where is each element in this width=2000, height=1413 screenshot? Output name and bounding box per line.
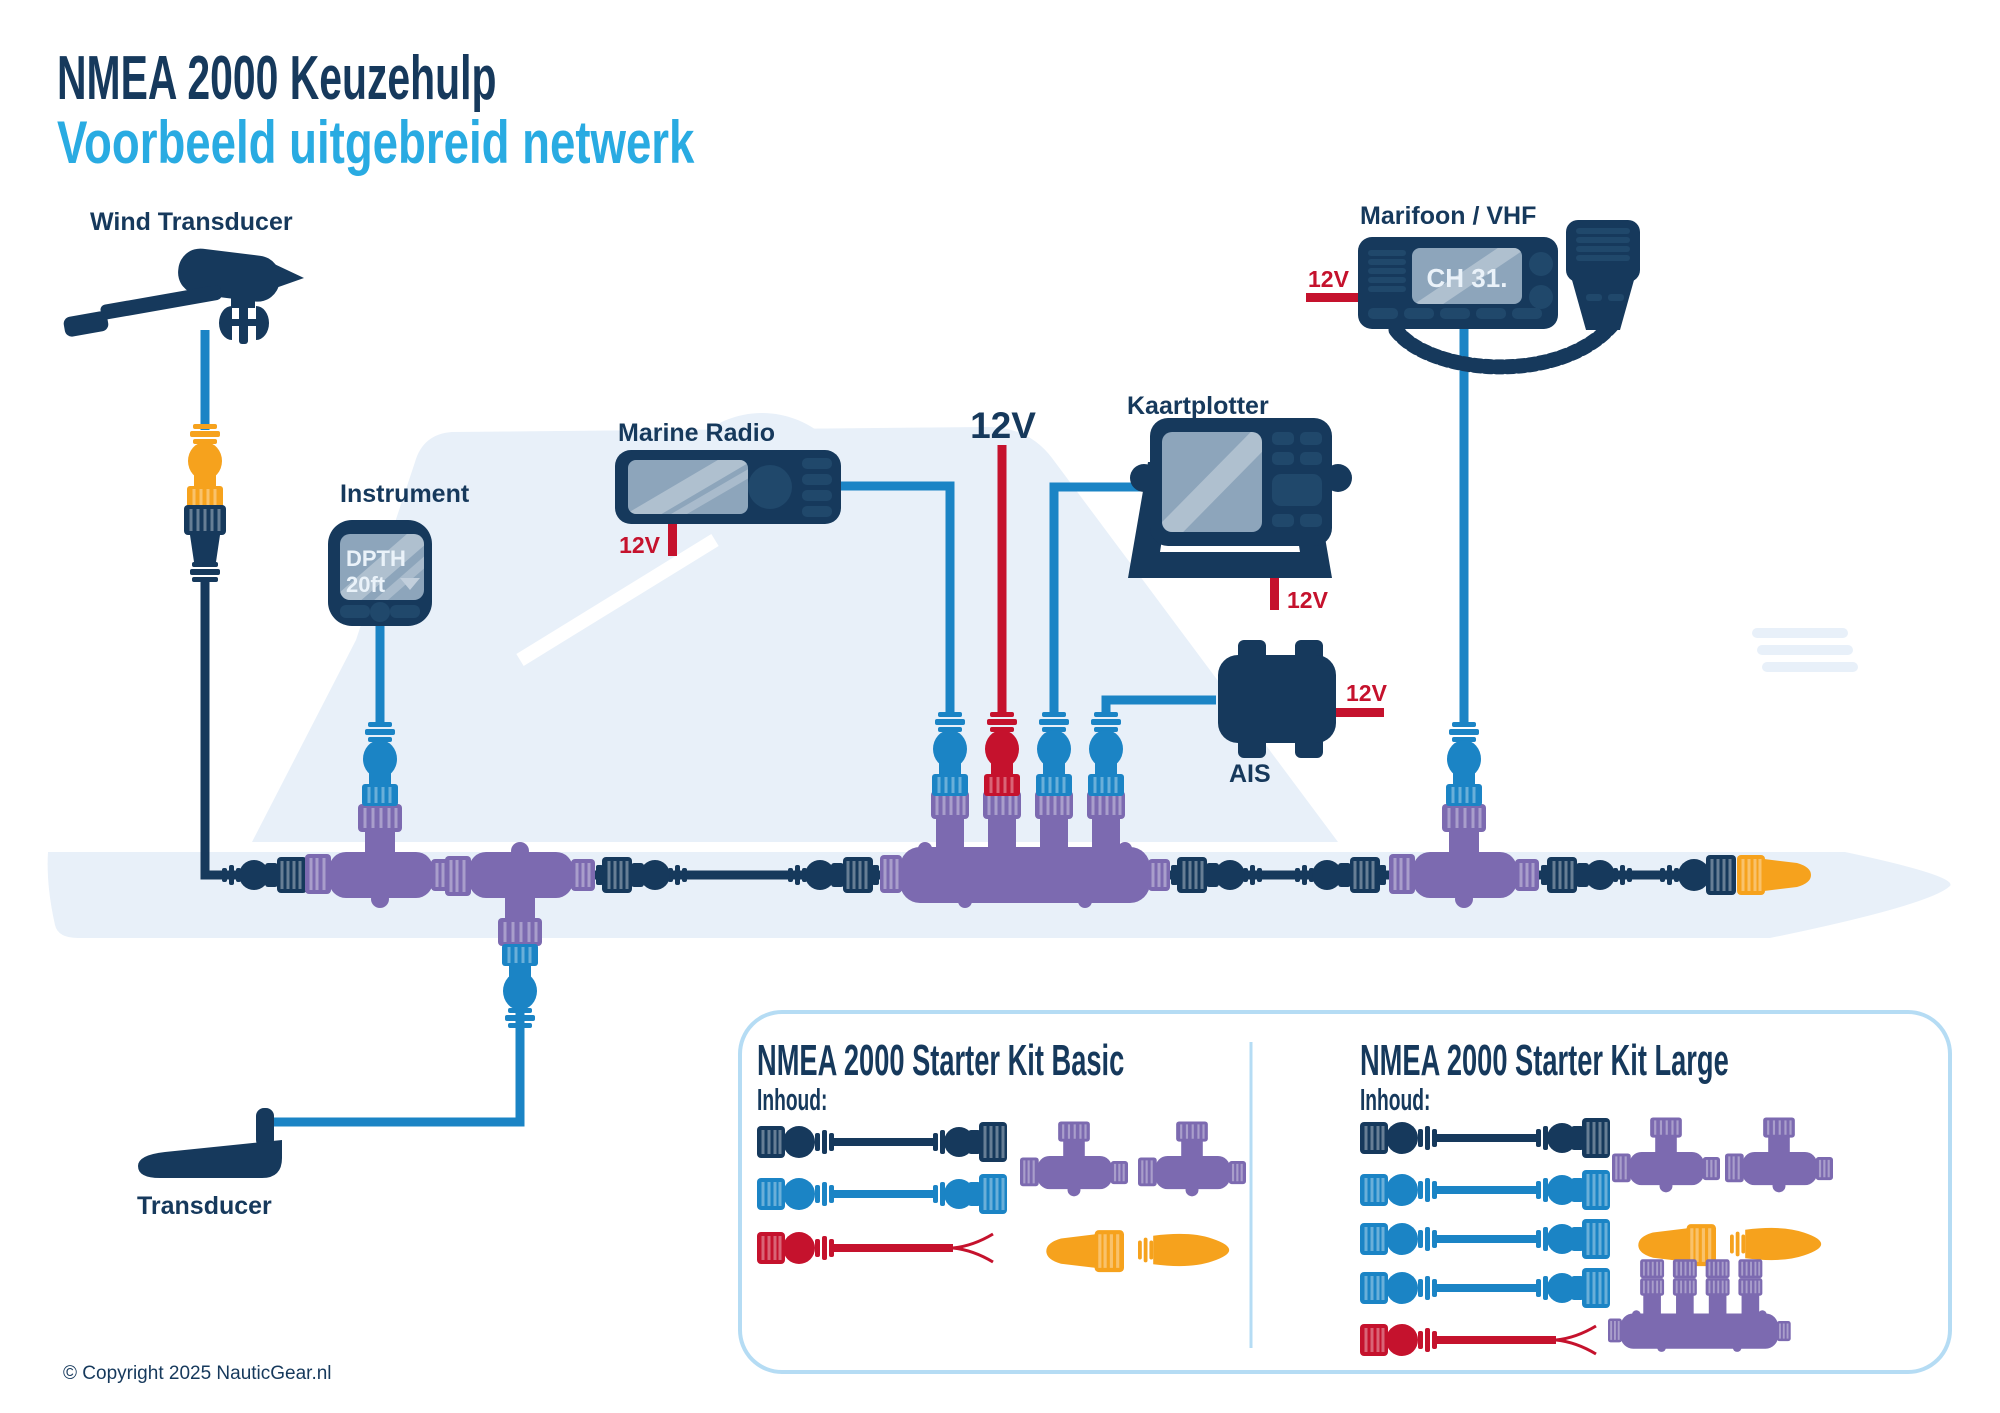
- marine-radio-device: Marine Radio 12V: [615, 419, 841, 558]
- vhf-buttons: [1368, 308, 1542, 319]
- instrument-label: Instrument: [340, 480, 470, 508]
- power-plug-icon: [982, 710, 1022, 798]
- ais-plug-icon: [1086, 710, 1126, 798]
- vhf-power-stub: [1306, 293, 1360, 302]
- kaartplotter-drop-cable: [1049, 482, 1150, 716]
- marine-radio-screen: [628, 460, 748, 514]
- kit-basic: NMEA 2000 Starter Kit Basic Inhoud:: [755, 1035, 1248, 1274]
- ais-label: AIS: [1229, 760, 1271, 788]
- boat-ladder-bar: [1762, 662, 1858, 672]
- vhf-power-label: 12V: [1308, 266, 1350, 292]
- marine-radio-power-stub: [668, 524, 677, 556]
- vhf-display: CH 31.: [1427, 263, 1508, 293]
- transducer-device: Transducer: [137, 1108, 282, 1220]
- kit-large-subtitle: Inhoud:: [1360, 1084, 1430, 1118]
- kaartplotter-plug-icon: [1034, 710, 1074, 798]
- transducer-label: Transducer: [137, 1192, 272, 1220]
- vhf-knob: [1529, 285, 1553, 309]
- transducer-plug-icon: [500, 942, 540, 1030]
- boat-ladder-bar: [1757, 645, 1853, 655]
- kaartplotter-power-stub: [1270, 578, 1279, 610]
- cabin-window-line: [516, 534, 719, 666]
- kaartplotter-power-label: 12V: [1287, 587, 1329, 613]
- starter-kit-panel: NMEA 2000 Starter Kit Basic Inhoud: NMEA…: [738, 1010, 1952, 1374]
- kaartplotter-label: Kaartplotter: [1127, 392, 1269, 420]
- wind-transducer-label: Wind Transducer: [90, 208, 293, 236]
- kaartplotter-screen-glare: [1162, 432, 1262, 532]
- marine-radio-power-label: 12V: [619, 532, 661, 558]
- kaartplotter-device: Kaartplotter 12V: [1127, 392, 1352, 613]
- marine-radio-label: Marine Radio: [618, 419, 775, 447]
- marine-radio-drop-cable: [841, 481, 955, 716]
- backbone-network: [200, 328, 1813, 1127]
- wind-transducer-icon: [63, 248, 304, 344]
- vhf-handset-coil: [1388, 317, 1620, 375]
- vhf-plug-icon: [1444, 720, 1484, 808]
- kit-large: NMEA 2000 Starter Kit Large Inhoud:: [1358, 1035, 1835, 1358]
- page-title: NMEA 2000 Keuzehulp: [57, 44, 497, 114]
- page-subtitle: Voorbeeld uitgebreid netwerk: [57, 110, 695, 176]
- kit-basic-subtitle: Inhoud:: [757, 1084, 827, 1118]
- wind-transducer-cable: [200, 330, 210, 430]
- instrument-buttons: [340, 602, 420, 622]
- instrument-arrow-down-icon: [400, 578, 420, 590]
- ais-body: [1218, 640, 1336, 758]
- instrument-plug-icon: [360, 720, 400, 808]
- ais-power-label: 12V: [1346, 680, 1388, 706]
- wind-transducer: Wind Transducer: [63, 208, 304, 582]
- ais-drop-cable: [1101, 695, 1216, 716]
- vhf-screen-glare: [1412, 248, 1522, 304]
- kaartplotter-screen: [1162, 432, 1262, 532]
- wind-female-connector-icon: [184, 505, 226, 582]
- backbone-end-cap-icon: [1704, 853, 1738, 897]
- ais-power-stub: [1336, 708, 1384, 717]
- instrument-screen: [340, 534, 424, 600]
- kit-basic-title: NMEA 2000 Starter Kit Basic: [757, 1035, 1124, 1084]
- kit-large-title: NMEA 2000 Starter Kit Large: [1360, 1035, 1729, 1084]
- marifoon-vhf-device: Marifoon / VHF 12V CH 31.: [1306, 202, 1640, 375]
- copyright-text: © Copyright 2025 NauticGear.nl: [63, 1363, 332, 1384]
- instrument-display-line2: 20ft: [346, 572, 386, 597]
- vhf-knob: [1529, 252, 1553, 276]
- ais-device: 12V AIS: [1218, 640, 1388, 788]
- transducer-icon: [138, 1108, 282, 1178]
- instrument-display-line1: DPTH: [346, 546, 406, 571]
- boat-ladder-bar: [1752, 628, 1848, 638]
- transducer-drop-cable: [270, 1008, 525, 1127]
- kaartplotter-buttons: [1272, 432, 1322, 527]
- vhf-handset-icon: [1566, 220, 1640, 330]
- power-feed-label: 12V: [970, 405, 1036, 446]
- instrument-device: Instrument DPTH 20ft: [328, 480, 470, 626]
- marine-radio-knob: [748, 465, 792, 509]
- marine-radio-buttons: [802, 458, 832, 517]
- vhf-speaker-lines: [1368, 250, 1406, 292]
- wind-orange-plug-icon: [185, 422, 225, 510]
- vhf-screen: [1412, 248, 1522, 304]
- marine-radio-plug-icon: [930, 710, 970, 798]
- marifoon-vhf-label: Marifoon / VHF: [1360, 202, 1536, 230]
- marine-radio-screen-glare: [628, 460, 748, 514]
